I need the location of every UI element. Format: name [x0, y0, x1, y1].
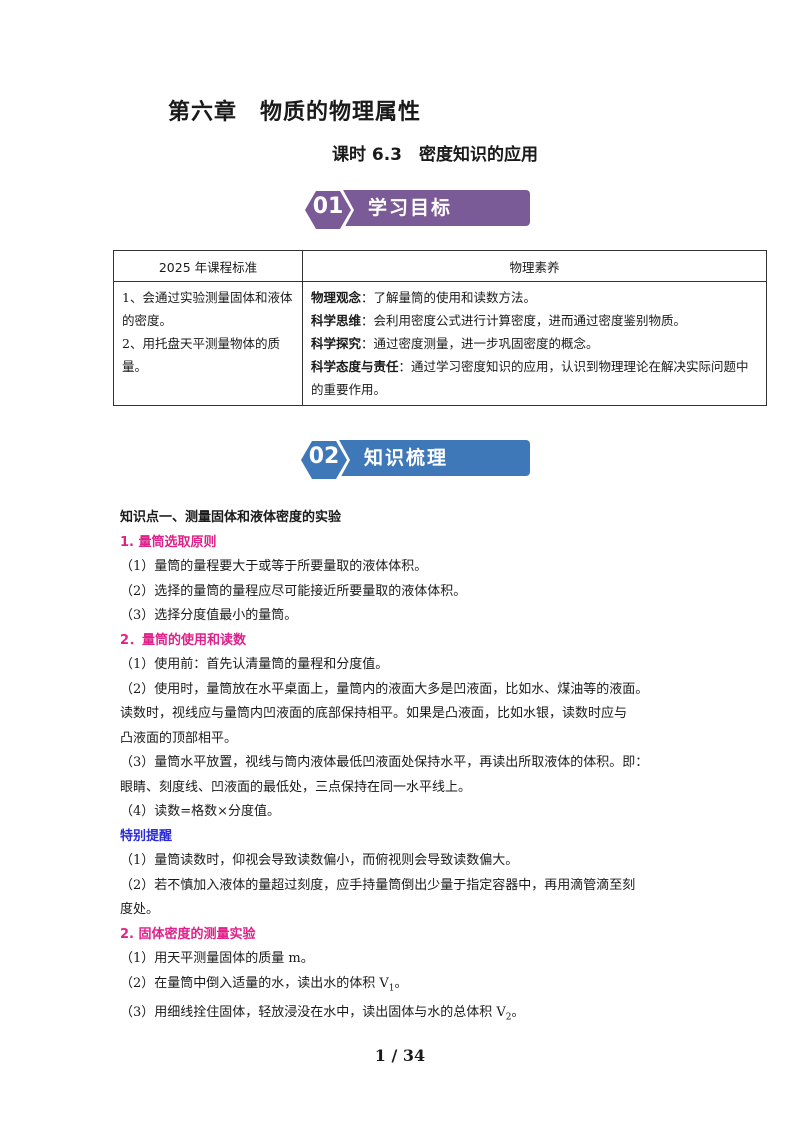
literacy-label: 科学态度与责任 [311, 359, 399, 374]
content-text: （2）在量筒中倒入适量的水，读出水的体积 V [120, 975, 389, 991]
literacy-text: ：了解量筒的使用和读数方法。 [361, 290, 537, 305]
content-line: （2）在量筒中倒入适量的水，读出水的体积 V1。 [120, 972, 760, 1001]
literacy-label: 科学探究 [311, 336, 362, 351]
literacy-text: ：通过学习密度知识的应用，认识到物理理论在解决实际问题中的重要作用。 [311, 359, 749, 397]
standards-table: 2025 年课程标准 物理素养 1、会通过实验测量固体和液体的密度。 2、用托盘… [113, 250, 767, 406]
content-line: （2）使用时，量筒放在水平桌面上，量筒内的液面大多是凹液面，比如水、煤油等的液面… [120, 681, 649, 697]
table-header-standard: 2025 年课程标准 [113, 250, 303, 282]
subscript: 2 [505, 1012, 512, 1023]
content-text: 。 [511, 1004, 525, 1020]
standard-item: 2、用托盘天平测量物体的质量。 [122, 336, 280, 374]
subscript: 1 [388, 983, 395, 994]
section-number: 02 [308, 444, 340, 469]
standards-cell: 1、会通过实验测量固体和液体的密度。 2、用托盘天平测量物体的质量。 [113, 281, 303, 406]
section-banner-knowledge: 知识梳理 02 [286, 432, 540, 488]
sub-heading: 2. 固体密度的测量实验 [120, 926, 256, 942]
section-label: 学习目标 [334, 190, 530, 226]
tip-heading: 特别提醒 [120, 828, 173, 844]
content-line: 读数时，视线应与量筒内凹液面的底部保持相平。如果是凸液面，比如水银，读数时应与 [120, 706, 628, 721]
standard-item: 1、会通过实验测量固体和液体的密度。 [122, 290, 293, 328]
content-line: （4）读数=格数×分度值。 [120, 804, 281, 819]
literacy-item: 科学探究：通过密度测量，进一步巩固密度的概念。 [311, 332, 758, 355]
section-banner-objectives: 学习目标 01 [290, 182, 540, 238]
section-number: 01 [312, 194, 344, 219]
content-line: （3）量筒水平放置，视线与筒内液体最低凹液面处保持水平，再读出所取液体的体积。即… [120, 755, 649, 770]
content-line: 度处。 [120, 902, 160, 917]
literacy-label: 物理观念 [311, 290, 362, 305]
content-line: 凸液面的顶部相平。 [120, 730, 238, 746]
knowledge-point-title: 知识点一、测量固体和液体密度的实验 [120, 510, 342, 525]
literacy-item: 物理观念：了解量筒的使用和读数方法。 [311, 286, 758, 309]
content-line: 眼睛、刻度线、凹液面的最低处，三点保持在同一水平线上。 [120, 779, 472, 795]
literacy-text: ：会利用密度公式进行计算密度，进而通过密度鉴别物质。 [361, 313, 687, 328]
literacy-item: 科学思维：会利用密度公式进行计算密度，进而通过密度鉴别物质。 [311, 309, 758, 332]
literacy-item: 科学态度与责任：通过学习密度知识的应用，认识到物理理论在解决实际问题中的重要作用… [311, 355, 758, 401]
content-line: （1）量筒读数时，仰视会导致读数偏小，而俯视则会导致读数偏大。 [120, 853, 519, 868]
lesson-title: 课时 6.3 密度知识的应用 [331, 145, 539, 165]
content-line: （1）使用前：首先认清量筒的量程和分度值。 [120, 657, 389, 672]
section-label: 知识梳理 [330, 440, 530, 476]
knowledge-content: 知识点一、测量固体和液体密度的实验 1. 量筒选取原则 （1）量筒的量程要大于或… [120, 506, 760, 1030]
chapter-title: 第六章 物质的物理属性 [168, 100, 422, 125]
content-line: （1）用天平测量固体的质量 m。 [120, 951, 314, 966]
content-line: （2）若不慎加入液体的量超过刻度，应手持量筒倒出少量于指定容器中，再用滴管滴至刻 [120, 877, 636, 893]
content-text: 。 [394, 975, 408, 991]
hexagon-badge-icon [298, 438, 350, 482]
table-header-literacy: 物理素养 [302, 250, 767, 282]
sub-heading: 1. 量筒选取原则 [120, 534, 217, 550]
content-line: （1）量筒的量程要大于或等于所要量取的液体体积。 [120, 559, 428, 574]
literacy-label: 科学思维 [311, 313, 362, 328]
content-text: （3）用细线拴住固体，轻放浸没在水中，读出固体与水的总体积 V [120, 1004, 506, 1020]
content-line: （2）选择的量筒的量程应尽可能接近所要量取的液体体积。 [120, 583, 467, 599]
hexagon-badge-icon [302, 188, 354, 232]
content-line: （3）用细线拴住固体，轻放浸没在水中，读出固体与水的总体积 V2。 [120, 1001, 760, 1030]
content-line: （3）选择分度值最小的量筒。 [120, 608, 298, 623]
sub-heading: 2．量筒的使用和读数 [120, 632, 247, 648]
page-number: 1 / 34 [374, 1046, 426, 1065]
literacy-text: ：通过密度测量，进一步巩固密度的概念。 [361, 336, 599, 351]
literacy-cell: 物理观念：了解量筒的使用和读数方法。 科学思维：会利用密度公式进行计算密度，进而… [302, 281, 767, 406]
